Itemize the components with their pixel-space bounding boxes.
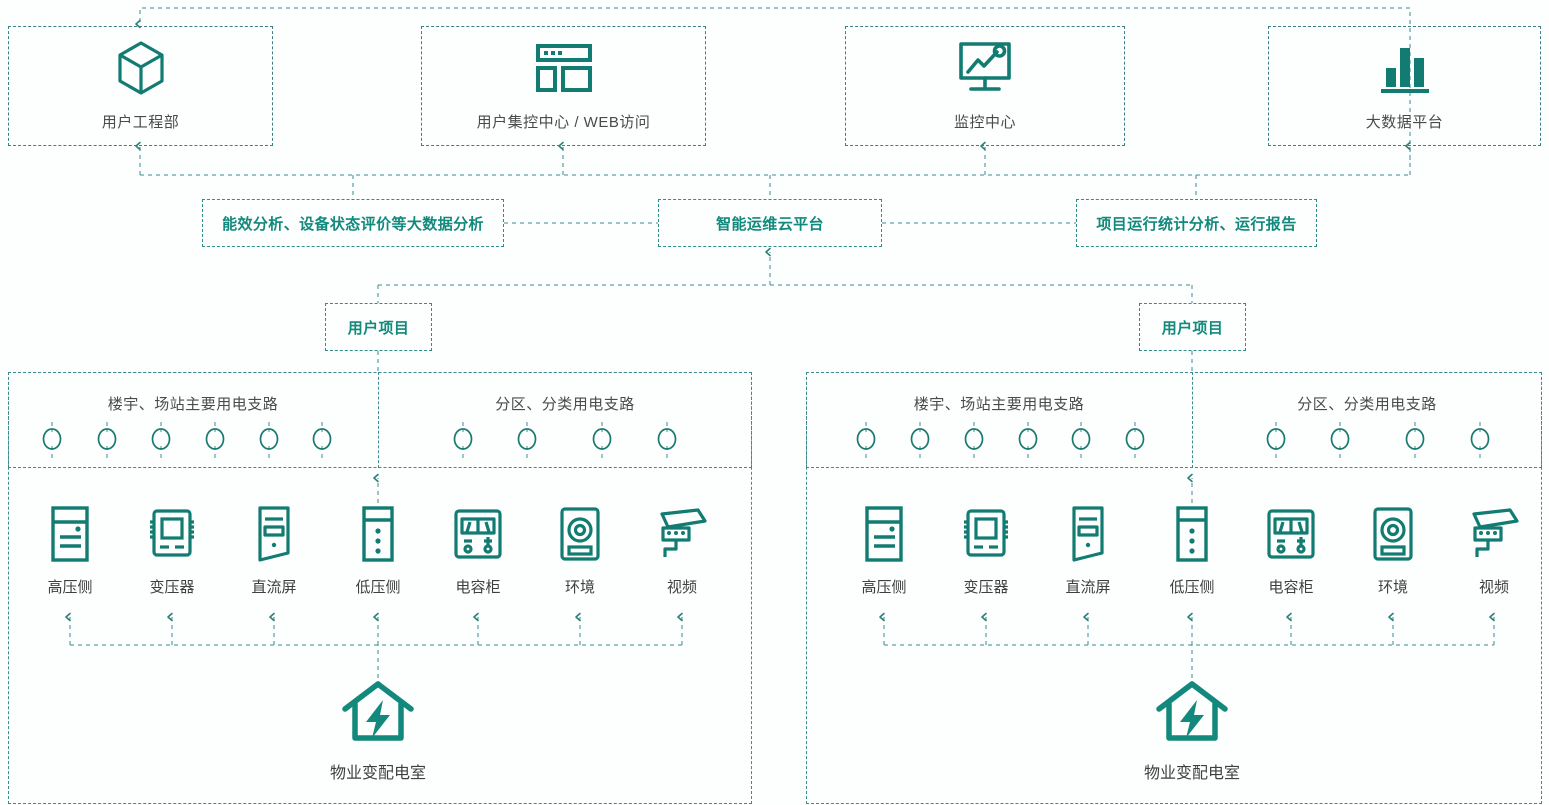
source-label: 物业变配电室 <box>329 765 426 782</box>
top-card-label: 用户工程部 <box>101 114 180 131</box>
device-label: 变压器 <box>149 579 195 596</box>
device-label: 视频 <box>1478 579 1509 596</box>
box-intelligent-om-cloud-platform[interactable]: 智能运维云平台 <box>658 199 882 247</box>
dc-panel-icon <box>1068 505 1108 568</box>
device-lv-cabinet-left[interactable]: 低压侧 <box>333 505 423 597</box>
device-label: 电容柜 <box>455 579 501 596</box>
device-lv-cabinet-right[interactable]: 低压侧 <box>1147 505 1237 597</box>
top-card-monitoring-center[interactable]: 监控中心 <box>845 26 1125 146</box>
top-card-big-data-platform[interactable]: 大数据平台 <box>1268 26 1541 146</box>
browser-window-icon <box>534 40 594 101</box>
hv-cabinet-icon <box>862 505 906 568</box>
device-label: 直流屏 <box>1065 579 1111 596</box>
device-label: 高压侧 <box>861 579 907 596</box>
device-hv-cabinet-right[interactable]: 高压侧 <box>839 505 929 597</box>
dc-panel-icon <box>254 505 294 568</box>
top-card-label: 用户集控中心 / WEB访问 <box>476 114 651 131</box>
device-dc-panel-left[interactable]: 直流屏 <box>229 505 319 597</box>
lv-cabinet-icon <box>1172 505 1212 568</box>
lv-cabinet-icon <box>358 505 398 568</box>
source-house-left[interactable]: 物业变配电室 <box>288 678 468 783</box>
device-label: 环境 <box>1377 579 1408 596</box>
panel-left-branch-band <box>8 372 752 468</box>
source-house-right[interactable]: 物业变配电室 <box>1102 678 1282 783</box>
device-hv-cabinet-left[interactable]: 高压侧 <box>25 505 115 597</box>
house-power-icon <box>339 678 417 749</box>
source-label: 物业变配电室 <box>1143 765 1240 782</box>
device-capacitor-meter-left[interactable]: 电容柜 <box>433 505 523 597</box>
device-dc-panel-right[interactable]: 直流屏 <box>1043 505 1133 597</box>
box-label: 项目运行统计分析、运行报告 <box>1096 215 1297 233</box>
cctv-camera-icon <box>1468 505 1520 568</box>
panel-left-branch-divider <box>378 372 379 468</box>
transformer-icon <box>962 505 1010 568</box>
device-label: 环境 <box>564 579 595 596</box>
device-label: 电容柜 <box>1268 579 1314 596</box>
box-big-data-analysis[interactable]: 能效分析、设备状态评价等大数据分析 <box>202 199 504 247</box>
device-label: 高压侧 <box>47 579 93 596</box>
device-capacitor-meter-right[interactable]: 电容柜 <box>1246 505 1336 597</box>
top-card-label: 大数据平台 <box>1365 114 1444 131</box>
device-label: 直流屏 <box>251 579 297 596</box>
device-transformer-left[interactable]: 变压器 <box>127 505 217 597</box>
box-user-project-right[interactable]: 用户项目 <box>1139 303 1246 351</box>
device-environment-sensor-left[interactable]: 环境 <box>535 505 625 597</box>
environment-sensor-icon <box>557 505 603 568</box>
box-label: 智能运维云平台 <box>716 215 824 233</box>
environment-sensor-icon <box>1370 505 1416 568</box>
house-power-icon <box>1153 678 1231 749</box>
device-transformer-right[interactable]: 变压器 <box>941 505 1031 597</box>
capacitor-meter-icon <box>1264 505 1318 568</box>
device-label: 变压器 <box>963 579 1009 596</box>
bar-chart-icon <box>1377 40 1433 101</box>
monitor-chart-icon <box>953 40 1017 101</box>
box-label: 用户项目 <box>347 319 410 337</box>
branch-group-title-main: 楼宇、场站主要用电支路 <box>913 396 1085 413</box>
device-cctv-camera-right[interactable]: 视频 <box>1449 505 1539 597</box>
device-cctv-camera-left[interactable]: 视频 <box>637 505 727 597</box>
top-card-user-control-center-web[interactable]: 用户集控中心 / WEB访问 <box>421 26 706 146</box>
device-label: 视频 <box>666 579 697 596</box>
branch-group-title-main: 楼宇、场站主要用电支路 <box>107 396 279 413</box>
cctv-camera-icon <box>656 505 708 568</box>
transformer-icon <box>148 505 196 568</box>
panel-right-branch-divider <box>1192 372 1193 468</box>
cube-icon <box>116 40 166 101</box>
hv-cabinet-icon <box>48 505 92 568</box>
capacitor-meter-icon <box>451 505 505 568</box>
box-label: 用户项目 <box>1161 319 1224 337</box>
device-label: 低压侧 <box>1169 579 1215 596</box>
device-label: 低压侧 <box>355 579 401 596</box>
device-environment-sensor-right[interactable]: 环境 <box>1348 505 1438 597</box>
box-user-project-left[interactable]: 用户项目 <box>325 303 432 351</box>
branch-group-title-zoned: 分区、分类用电支路 <box>1297 396 1437 413</box>
top-card-user-engineering-dept[interactable]: 用户工程部 <box>8 26 273 146</box>
box-project-run-statistics-report[interactable]: 项目运行统计分析、运行报告 <box>1076 199 1317 247</box>
panel-right-branch-band <box>806 372 1542 468</box>
top-card-label: 监控中心 <box>953 114 1016 131</box>
box-label: 能效分析、设备状态评价等大数据分析 <box>222 215 484 233</box>
branch-group-title-zoned: 分区、分类用电支路 <box>495 396 635 413</box>
